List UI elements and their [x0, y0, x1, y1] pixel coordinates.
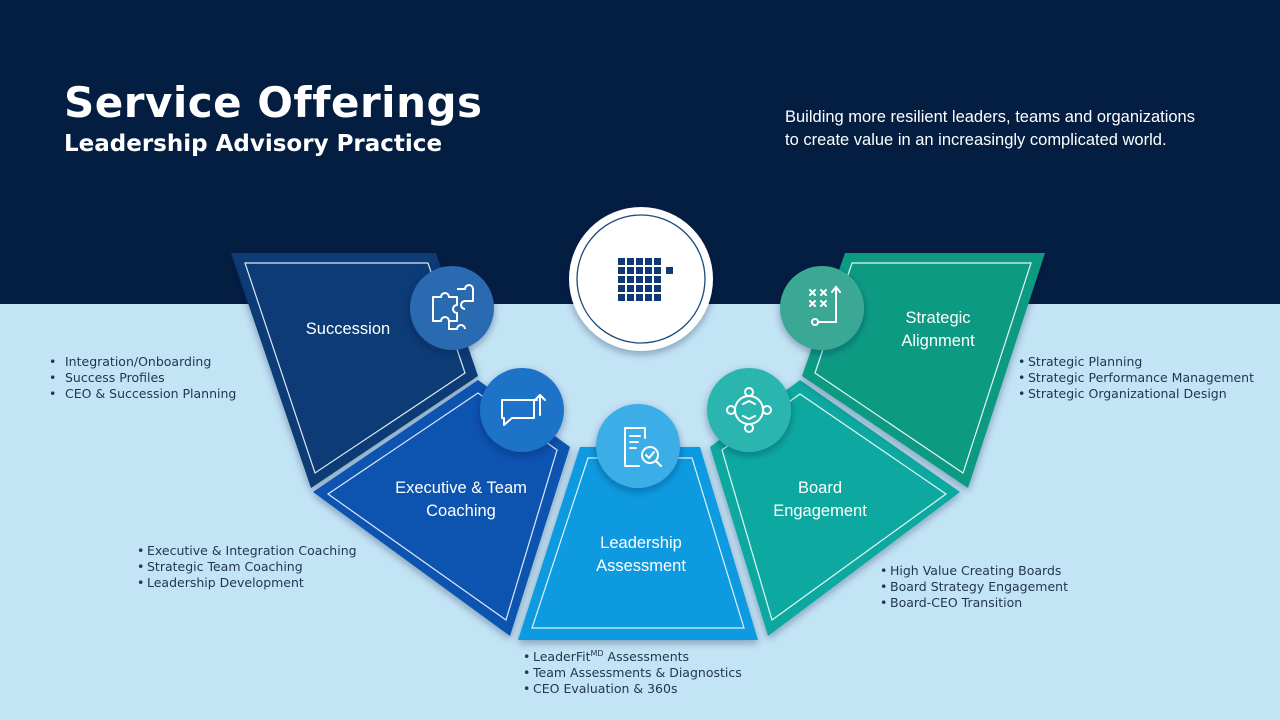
list-item: Board-CEO Transition	[880, 595, 1068, 611]
grid-logo-icon	[618, 258, 673, 301]
list-item: LeaderFitMD Assessments	[523, 646, 742, 665]
segment-label-line: Assessment	[596, 557, 686, 575]
list-item: Strategic Planning	[1018, 354, 1254, 370]
page-subtitle: Leadership Advisory Practice	[64, 131, 443, 157]
clipboard-search-icon	[596, 404, 680, 488]
list-item: Strategic Performance Management	[1018, 370, 1254, 386]
segment-label-succession: Succession	[268, 318, 428, 341]
tagline: Building more resilient leaders, teams a…	[785, 106, 1255, 152]
cycle-people-icon	[707, 368, 791, 452]
list-item: Strategic Organizational Design	[1018, 386, 1254, 402]
list-item: Board Strategy Engagement	[880, 579, 1068, 595]
list-item: Success Profiles	[49, 370, 236, 386]
segment-label-strategic: Strategic Alignment	[858, 307, 1018, 353]
list-item: Integration/Onboarding	[49, 354, 236, 370]
bullets-succession: Integration/Onboarding Success Profiles …	[49, 354, 236, 402]
list-item: CEO & Succession Planning	[49, 386, 236, 402]
segment-coaching-border	[326, 392, 558, 621]
segment-label-board: Board Engagement	[740, 477, 900, 523]
puzzle-icon	[410, 266, 494, 350]
segment-label-line: Leadership	[600, 534, 682, 552]
list-item: CEO Evaluation & 360s	[523, 681, 742, 697]
segment-assessment-shape	[518, 447, 758, 640]
chat-arrow-icon	[480, 368, 564, 452]
center-logo	[569, 207, 713, 351]
segment-label-line: Executive & Team	[395, 479, 527, 497]
segment-label-line: Coaching	[426, 502, 496, 520]
page-title: Service Offerings	[64, 78, 483, 127]
leaderfit-suffix: Assessments	[603, 649, 690, 665]
bullets-coaching: Executive & Integration Coaching Strateg…	[137, 543, 357, 591]
segment-label-line: Strategic	[905, 309, 971, 327]
segment-label-line: Alignment	[901, 332, 975, 350]
bullets-assessment: LeaderFitMD Assessments Team Assessments…	[523, 646, 742, 697]
list-item: Strategic Team Coaching	[137, 559, 357, 575]
list-item: Executive & Integration Coaching	[137, 543, 357, 559]
segment-label-line: Board	[797, 479, 843, 497]
leaderfit-superscript: MD	[590, 649, 604, 658]
list-item: Team Assessments & Diagnostics	[523, 665, 742, 681]
strategy-play-icon	[780, 266, 864, 350]
segment-label-line: Succession	[305, 320, 391, 338]
tagline-line: Building more resilient leaders, teams a…	[785, 108, 1195, 126]
list-item: Leadership Development	[137, 575, 357, 591]
segment-label-coaching: Executive & Team Coaching	[381, 477, 541, 523]
segment-label-line: Engagement	[773, 502, 867, 520]
segment-label-assessment: Leadership Assessment	[561, 532, 721, 578]
center-circle-ring	[576, 214, 706, 344]
bullets-board: High Value Creating Boards Board Strateg…	[880, 563, 1068, 611]
bullets-strategic: Strategic Planning Strategic Performance…	[1018, 354, 1254, 402]
leaderfit-prefix: LeaderFit	[533, 649, 591, 665]
tagline-line: to create value in an increasingly compl…	[785, 131, 1167, 149]
list-item: High Value Creating Boards	[880, 563, 1068, 579]
segment-succession-border	[244, 262, 466, 474]
